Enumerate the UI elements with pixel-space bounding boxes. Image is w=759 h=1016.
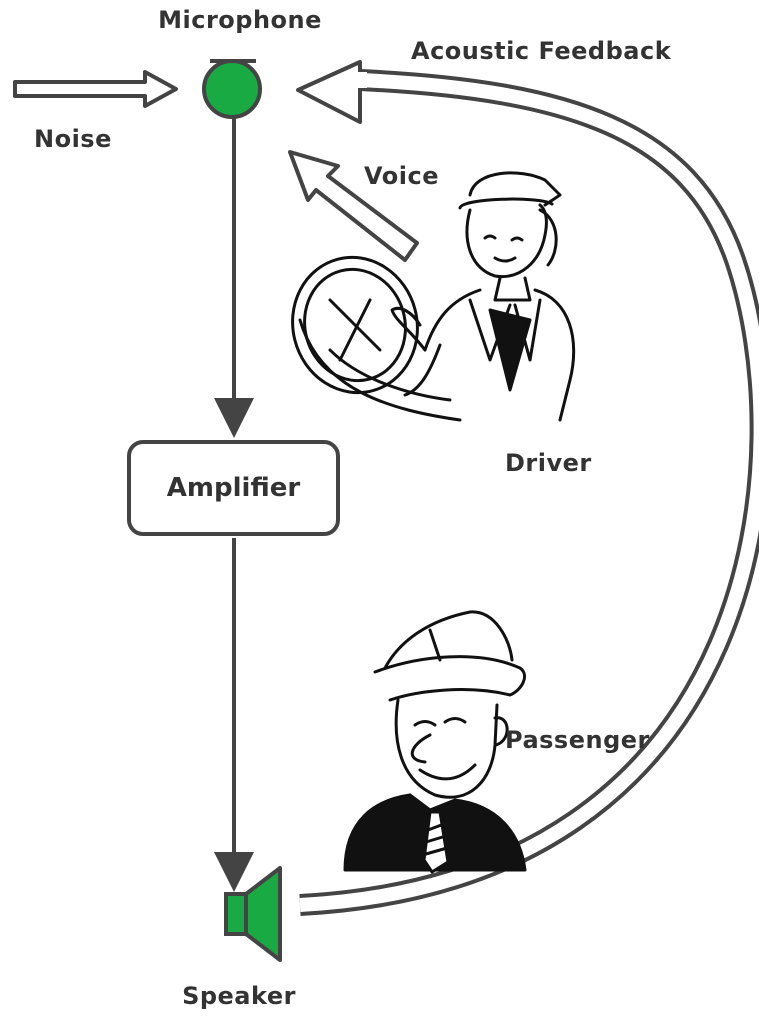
microphone-icon [202,59,262,119]
passenger-illustration [343,610,527,874]
noise-arrow [13,70,178,108]
acoustic-feedback-label: Acoustic Feedback [411,37,672,65]
acoustic-feedback-arrow [296,60,759,916]
amplifier-label: Amplifier [166,473,301,503]
speaker-label: Speaker [182,982,296,1010]
passenger-label: Passenger [505,726,650,754]
noise-label: Noise [34,125,112,153]
driver-label: Driver [505,449,592,477]
driver-illustration [291,171,576,422]
amplifier-box: Amplifier [127,440,340,536]
microphone-label: Microphone [158,6,322,34]
voice-label: Voice [364,162,439,190]
voice-arrow [288,150,419,262]
speaker-icon [224,866,282,962]
